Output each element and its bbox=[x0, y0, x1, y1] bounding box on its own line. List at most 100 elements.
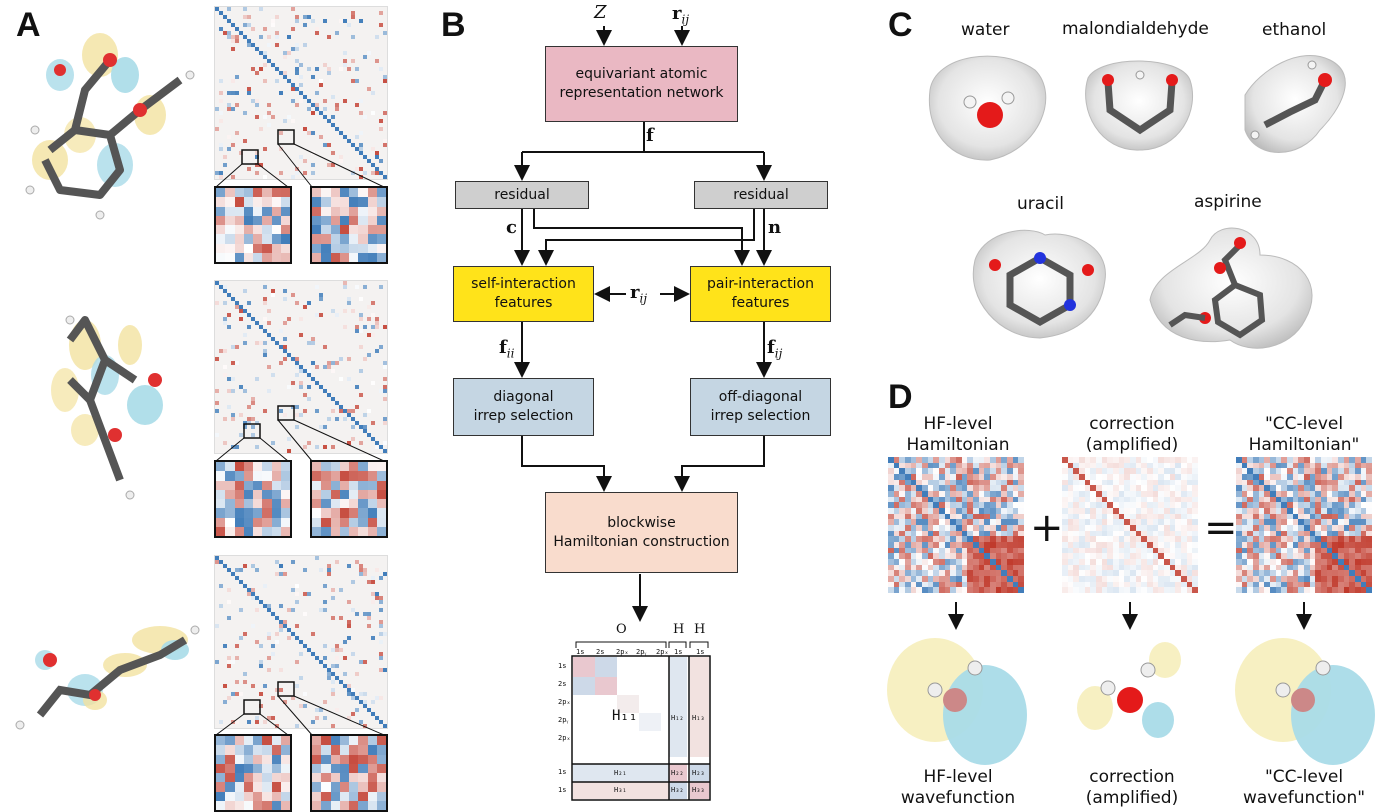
matrix-cell bbox=[335, 43, 339, 47]
matrix-cell bbox=[327, 301, 331, 305]
matrix-cell bbox=[303, 429, 307, 433]
matrix-cell bbox=[303, 11, 307, 15]
matrix-cell bbox=[351, 167, 355, 171]
matrix-cell bbox=[335, 409, 339, 413]
matrix-cell bbox=[287, 564, 291, 568]
matrix-cell bbox=[239, 325, 243, 329]
matrix-cell bbox=[331, 373, 335, 377]
matrix-cell bbox=[283, 107, 287, 111]
matrix-cell bbox=[227, 31, 231, 35]
matrix-cell bbox=[339, 55, 343, 59]
matrix-cell bbox=[247, 87, 251, 91]
matrix-cell bbox=[239, 111, 243, 115]
matrix-cell bbox=[367, 389, 371, 393]
matrix-cell bbox=[363, 171, 367, 175]
matrix-cell bbox=[231, 636, 235, 640]
matrix-cell bbox=[311, 91, 315, 95]
matrix-cell bbox=[243, 572, 247, 576]
matrix-cell bbox=[259, 429, 263, 433]
matrix-cell bbox=[287, 576, 291, 580]
matrix-cell bbox=[383, 83, 387, 87]
matrix-cell bbox=[359, 297, 363, 301]
matrix-cell bbox=[347, 568, 351, 572]
matrix-cell bbox=[367, 71, 371, 75]
matrix-cell bbox=[223, 393, 227, 397]
matrix-cell bbox=[355, 143, 359, 147]
matrix-cell bbox=[243, 55, 247, 59]
matrix-cell bbox=[379, 612, 383, 616]
matrix-cell bbox=[367, 329, 371, 333]
matrix-cell bbox=[295, 175, 299, 179]
matrix-cell bbox=[311, 409, 315, 413]
matrix-cell bbox=[239, 560, 243, 564]
matrix-cell bbox=[259, 409, 263, 413]
matrix-cell bbox=[355, 397, 359, 401]
matrix-cell bbox=[255, 353, 259, 357]
matrix-cell bbox=[271, 445, 275, 449]
matrix-cell bbox=[275, 377, 279, 381]
matrix-cell bbox=[351, 123, 355, 127]
matrix-cell bbox=[279, 135, 283, 139]
matrix-cell bbox=[259, 107, 263, 111]
matrix-cell bbox=[359, 79, 363, 83]
matrix-cell bbox=[231, 556, 235, 560]
matrix-cell bbox=[275, 23, 279, 27]
matrix-cell bbox=[299, 624, 303, 628]
matrix-cell bbox=[355, 341, 359, 345]
matrix-cell bbox=[279, 325, 283, 329]
matrix-cell bbox=[275, 628, 279, 632]
matrix-cell bbox=[379, 59, 383, 63]
matrix-cell bbox=[307, 11, 311, 15]
matrix-cell bbox=[375, 672, 379, 676]
matrix-cell bbox=[231, 377, 235, 381]
matrix-cell bbox=[271, 333, 275, 337]
matrix-cell bbox=[215, 353, 219, 357]
matrix-cell bbox=[343, 87, 347, 91]
matrix-cell bbox=[367, 393, 371, 397]
matrix-cell bbox=[247, 281, 251, 285]
matrix-cell bbox=[295, 329, 299, 333]
matrix-cell bbox=[287, 405, 291, 409]
matrix-cell bbox=[343, 23, 347, 27]
matrix-cell bbox=[215, 361, 219, 365]
matrix-cell bbox=[263, 556, 267, 560]
matrix-cell bbox=[263, 31, 267, 35]
matrix-cell bbox=[283, 620, 287, 624]
matrix-cell bbox=[239, 365, 243, 369]
matrix-cell bbox=[335, 293, 339, 297]
matrix-cell bbox=[223, 592, 227, 596]
matrix-cell bbox=[235, 11, 239, 15]
matrix-cell bbox=[223, 664, 227, 668]
matrix-cell bbox=[379, 672, 383, 676]
matrix-cell bbox=[275, 604, 279, 608]
matrix-cell bbox=[251, 35, 255, 39]
matrix-cell bbox=[327, 421, 331, 425]
matrix-cell bbox=[355, 123, 359, 127]
matrix-cell bbox=[303, 616, 307, 620]
matrix-cell bbox=[371, 317, 375, 321]
matrix-cell bbox=[251, 353, 255, 357]
matrix-cell bbox=[255, 325, 259, 329]
matrix-cell bbox=[351, 401, 355, 405]
matrix-cell bbox=[359, 71, 363, 75]
matrix-cell bbox=[279, 139, 283, 143]
matrix-cell bbox=[307, 644, 311, 648]
matrix-cell bbox=[303, 632, 307, 636]
matrix-cell bbox=[267, 87, 271, 91]
matrix-cell bbox=[331, 664, 335, 668]
matrix-cell bbox=[291, 353, 295, 357]
matrix-cell bbox=[339, 405, 343, 409]
matrix-cell bbox=[291, 616, 295, 620]
matrix-cell bbox=[251, 664, 255, 668]
matrix-cell bbox=[223, 612, 227, 616]
matrix-cell bbox=[303, 317, 307, 321]
matrix-cell bbox=[275, 381, 279, 385]
matrix-cell bbox=[291, 127, 295, 131]
matrix-cell bbox=[247, 393, 251, 397]
matrix-cell bbox=[219, 289, 223, 293]
matrix-cell bbox=[311, 405, 315, 409]
matrix-cell bbox=[311, 19, 315, 23]
matrix-cell bbox=[303, 369, 307, 373]
matrix-cell bbox=[299, 127, 303, 131]
matrix-cell bbox=[299, 119, 303, 123]
